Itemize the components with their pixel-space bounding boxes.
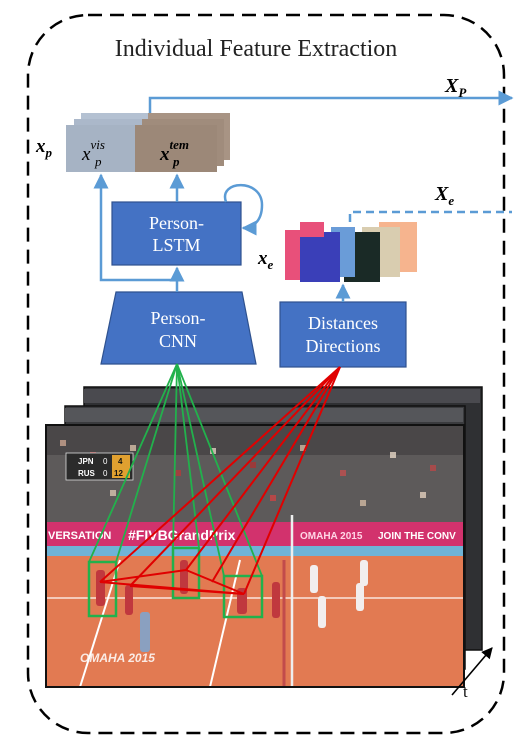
video-frame-front-border	[45, 424, 465, 688]
person-lstm-box	[111, 201, 242, 266]
svg-text:RUS: RUS	[78, 469, 96, 478]
xp-label: xp	[35, 136, 53, 160]
banner-hashtag-text: #FIVBGrandPrix	[128, 527, 236, 543]
svg-text:4: 4	[118, 457, 123, 466]
svg-text:0: 0	[103, 469, 108, 478]
xp-feature-stack	[66, 113, 230, 172]
person-lstm-label: Person-LSTM	[149, 213, 204, 255]
banner-left-text: VERSATION	[48, 530, 111, 542]
person-box-1	[87, 560, 118, 618]
relation-links	[99, 366, 341, 595]
module-border	[26, 13, 506, 735]
time-label: t	[463, 682, 468, 701]
distances-directions-box	[279, 301, 407, 368]
module-title: Individual Feature Extraction	[115, 36, 398, 62]
output-p-arrow	[148, 90, 514, 113]
banner-right-text: JOIN THE CONV	[378, 531, 456, 542]
svg-text:12: 12	[114, 469, 123, 478]
person-cnn-box	[100, 291, 257, 365]
time-arrow	[451, 647, 493, 696]
output-p-label: XP	[444, 75, 467, 100]
cnn-to-vis-arrow	[93, 173, 177, 282]
floor-text: OMAHA 2015	[80, 651, 155, 665]
svg-text:JPN: JPN	[78, 457, 94, 466]
xe-feature-stack	[285, 222, 417, 282]
person-box-2	[171, 546, 201, 600]
output-e-arrow	[348, 210, 512, 222]
person-cnn-label: Person-CNN	[151, 308, 206, 351]
output-e-label: Xe	[434, 183, 454, 208]
scoreboard: JPN RUS 0 0 4 12	[65, 452, 134, 481]
banner-city-text: OMAHA 2015	[300, 531, 363, 542]
lstm-recurrent-arrow	[223, 183, 264, 236]
person-box-3	[222, 574, 264, 619]
xe-label: xe	[257, 248, 274, 272]
svg-text:0: 0	[103, 457, 108, 466]
